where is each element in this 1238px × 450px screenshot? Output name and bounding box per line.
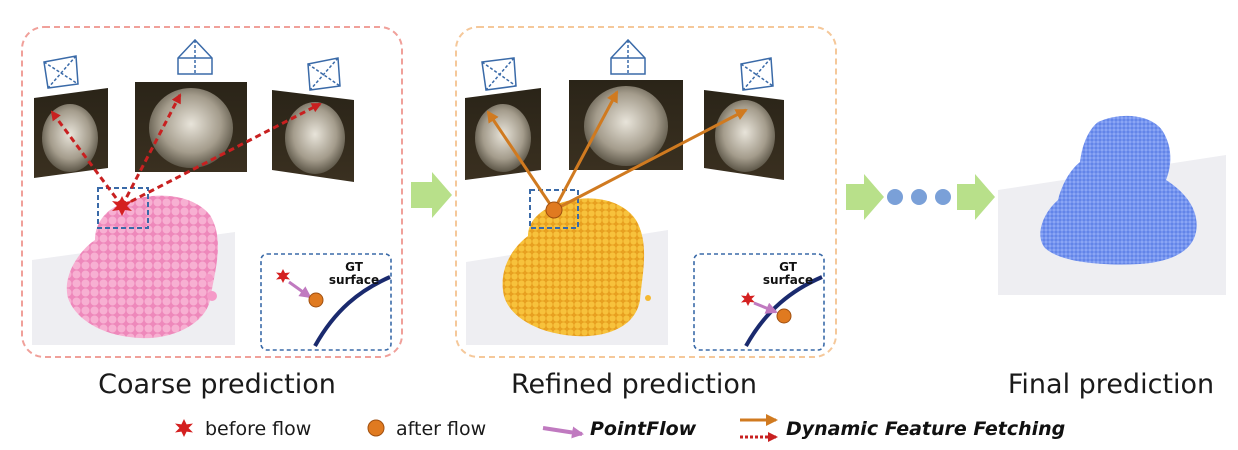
refined-stage: GT surface Refined prediction: [455, 26, 837, 400]
legend-before-flow-icon: [175, 419, 193, 437]
gt-label: GT: [779, 260, 798, 274]
camera-icon: [307, 57, 341, 91]
refined-caption: Refined prediction: [511, 369, 757, 400]
before-flow-marker: [112, 196, 132, 216]
pointflow-arrow: [288, 280, 312, 299]
legend-after-flow-label: after flow: [396, 418, 486, 440]
legend-pointflow-label: PointFlow: [590, 418, 697, 440]
pointflow-arrow: [753, 301, 778, 314]
stray-point: [205, 274, 213, 282]
stage-arrow: [411, 172, 452, 218]
fetch-arrow: [553, 108, 748, 212]
source-view-image: [34, 88, 108, 178]
gt-label: GT: [345, 260, 364, 274]
camera-icon: [610, 38, 646, 75]
after-flow-marker: [545, 201, 563, 219]
fetch-arrow-dashed: [121, 102, 322, 208]
gt-surface-inset: GT surface: [693, 253, 825, 351]
legend-dynamic-feature-fetching-label: Dynamic Feature Fetching: [786, 418, 1065, 440]
legend-after-flow-icon: [367, 419, 385, 437]
selection-box: [97, 187, 149, 229]
refined-frame: [455, 26, 837, 358]
final-point-cloud: [1040, 115, 1197, 265]
surface-label: surface: [763, 273, 813, 287]
source-view-image: [569, 80, 683, 170]
camera-icon: [177, 38, 213, 75]
ellipsis-dot: [911, 189, 927, 205]
coarse-frame: [21, 26, 403, 358]
stray-point: [207, 291, 217, 301]
coarse-caption: Coarse prediction: [98, 369, 336, 400]
ellipsis-dot: [887, 189, 903, 205]
stage-arrow: [846, 174, 884, 220]
camera-icon: [481, 57, 517, 91]
before-flow-marker: [276, 269, 290, 283]
surface-label: surface: [329, 273, 379, 287]
selection-box: [529, 189, 579, 229]
camera-icon: [43, 55, 79, 89]
source-view-image: [135, 82, 247, 172]
fetch-arrow: [552, 90, 619, 211]
gt-surface-inset: GT surface: [260, 253, 392, 351]
refined-point-cloud: [502, 198, 645, 337]
ellipsis-dot: [935, 189, 951, 205]
gt-surface-curve: [313, 275, 391, 347]
coarse-point-cloud: [66, 195, 218, 339]
source-view-image: [704, 90, 784, 180]
after-flow-marker: [776, 308, 792, 324]
final-stage: Final prediction: [998, 115, 1226, 400]
camera-icon: [740, 57, 774, 91]
coarse-stage: GT surface Coarse prediction: [21, 26, 403, 400]
legend-pointflow-arrow-icon: [542, 426, 584, 439]
fetch-arrow-dashed: [120, 93, 182, 207]
stray-point: [645, 295, 651, 301]
legend-before-flow-label: before flow: [205, 418, 311, 440]
before-flow-marker: [741, 292, 755, 306]
stage-arrow: [957, 174, 995, 220]
fetch-arrow: [486, 110, 556, 211]
after-flow-marker: [308, 292, 324, 308]
gt-surface-curve: [744, 275, 823, 347]
final-caption: Final prediction: [1008, 369, 1214, 400]
source-view-image: [272, 90, 354, 182]
legend: before flow after flow PointFlow Dynamic…: [175, 414, 1065, 442]
